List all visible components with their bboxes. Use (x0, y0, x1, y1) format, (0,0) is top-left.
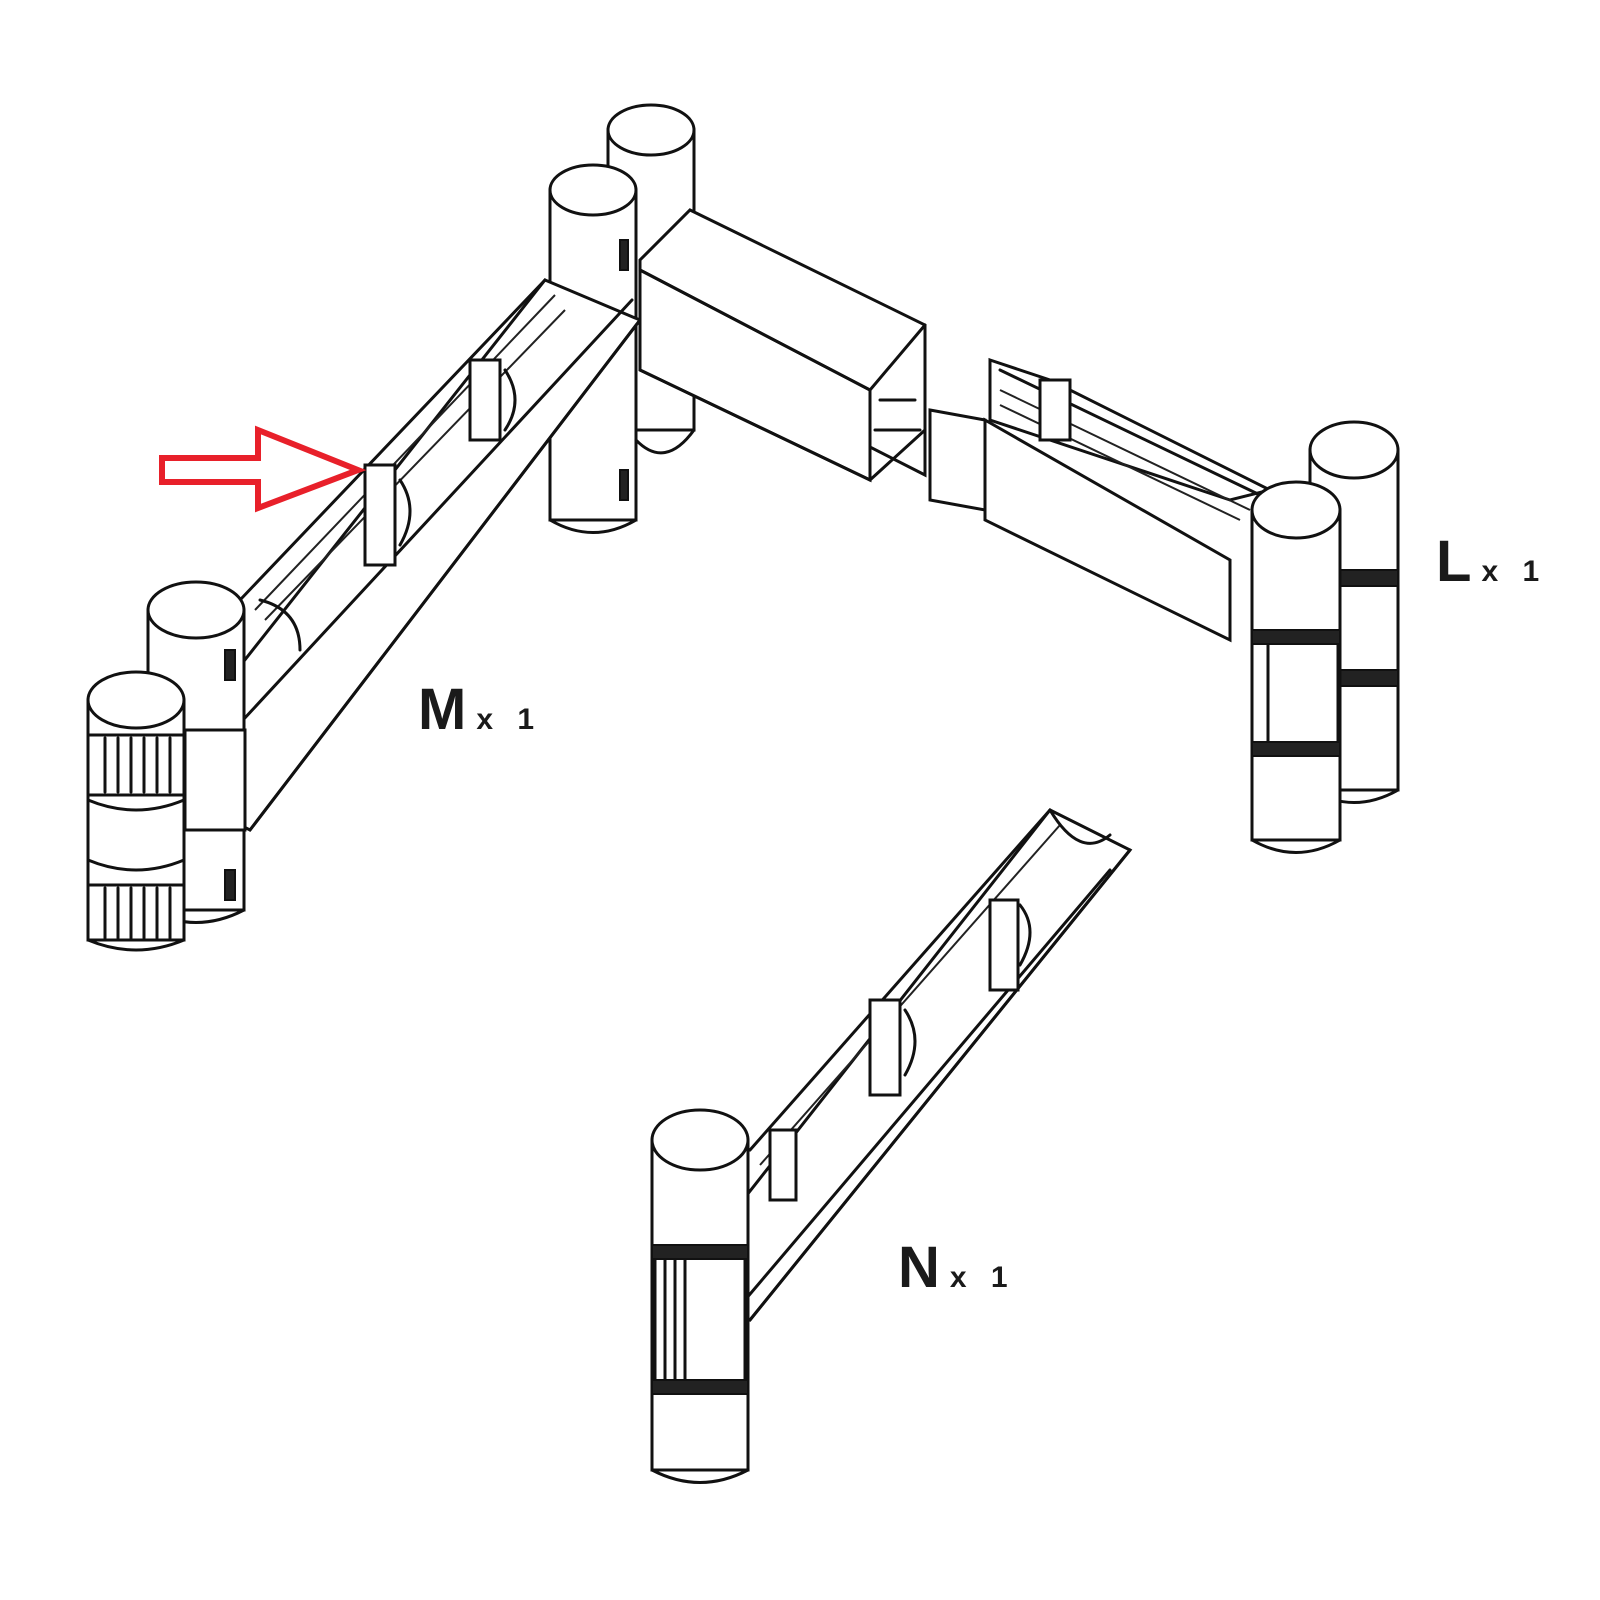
knurl-top (86, 733, 186, 797)
part-m-letter: M (418, 677, 467, 742)
knurl-bottom (86, 883, 186, 942)
part-l-drawing (928, 357, 1400, 854)
part-n-quantity: x 1 (949, 1261, 1016, 1294)
callout-arrow-icon (159, 425, 367, 513)
part-l-label: L x 1 (1436, 528, 1547, 595)
part-m-label: M x 1 (418, 676, 542, 743)
part-n-label: N x 1 (898, 1234, 1016, 1301)
part-l-quantity: x 1 (1481, 555, 1548, 588)
part-m-drawing (86, 103, 696, 952)
part-m-quantity: x 1 (476, 703, 543, 736)
part-l-letter: L (1436, 529, 1472, 594)
crossbar-drawing (638, 208, 927, 483)
part-n-drawing (650, 808, 1133, 1484)
part-n-letter: N (898, 1235, 940, 1300)
